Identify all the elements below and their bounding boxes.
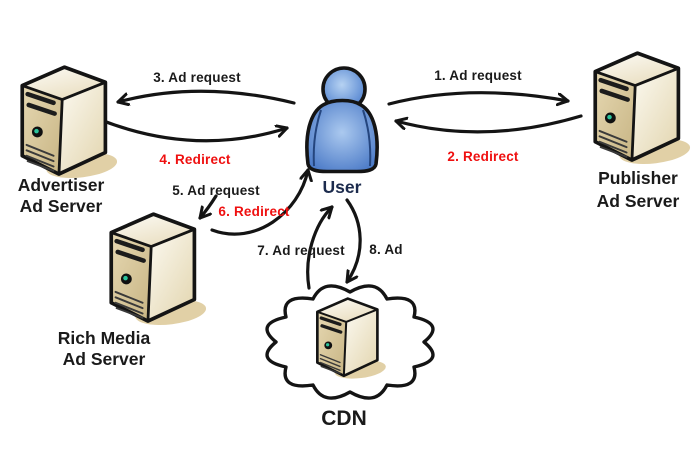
rich-media-server-icon	[111, 214, 207, 328]
node-label-layer: Advertiser Ad Server Publisher Ad Server…	[18, 168, 680, 430]
user-body-seam-right	[362, 109, 372, 167]
arrow-2-redirect-publisher-to-user	[394, 114, 583, 134]
advertiser-label-line2: Ad Server	[20, 196, 103, 216]
arrow-1-ad-request-user-to-publisher	[387, 91, 570, 104]
publisher-server-icon	[595, 53, 691, 167]
arrow-7-ad-request-cdn-user	[306, 205, 334, 290]
arrow-8-ad-user-cdn	[345, 198, 362, 284]
publisher-label-line2: Ad Server	[597, 191, 680, 211]
arrow-6-redirect-rich-media-to-user	[210, 168, 308, 236]
arrow-3-ad-request-user-to-advertiser	[116, 89, 296, 103]
cdn-server-icon	[315, 296, 389, 383]
edge-label-4: 4. Redirect	[159, 152, 231, 167]
edge-label-8: 8. Ad	[369, 242, 403, 257]
cdn-label: CDN	[321, 407, 367, 430]
edge-label-7: 7. Ad request	[257, 243, 345, 258]
arrow-4-redirect-advertiser-to-user	[99, 118, 289, 143]
advertiser-server-icon	[22, 67, 118, 181]
user-body-seam-left	[312, 109, 322, 167]
user-label: User	[323, 177, 362, 197]
rich-media-label-line1: Rich Media	[58, 328, 151, 348]
publisher-label-line1: Publisher	[598, 168, 678, 188]
rich-media-label-line2: Ad Server	[63, 349, 146, 369]
edge-label-5: 5. Ad request	[172, 183, 260, 198]
edge-label-2: 2. Redirect	[447, 149, 519, 164]
user-icon	[305, 66, 379, 174]
arrow-layer	[99, 89, 583, 290]
advertiser-label-line1: Advertiser	[18, 175, 105, 195]
user-body	[305, 98, 379, 174]
edge-label-layer: 1. Ad request 2. Redirect 3. Ad request …	[153, 68, 522, 258]
edge-label-6: 6. Redirect	[218, 204, 290, 219]
edge-label-1: 1. Ad request	[434, 68, 522, 83]
edge-label-3: 3. Ad request	[153, 70, 241, 85]
arrow-5-ad-request-to-rich-media	[198, 194, 218, 220]
